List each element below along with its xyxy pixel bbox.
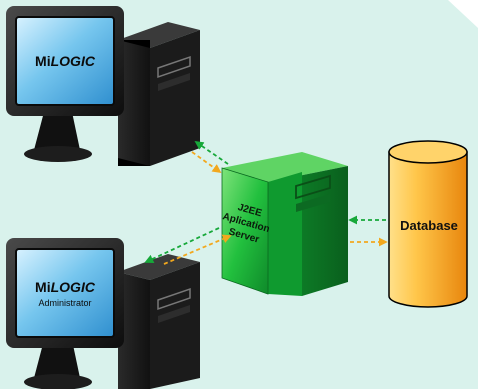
workstation-bottom: MiLOGIC Administrator: [6, 238, 200, 389]
svg-text:MiLOGIC: MiLOGIC: [35, 279, 96, 295]
monitor-bottom: MiLOGIC Administrator: [6, 238, 124, 389]
arrows: [144, 140, 388, 265]
tower-top: [118, 22, 200, 166]
administrator-label: Administrator: [38, 298, 91, 308]
brand-suffix-bottom: LOGIC: [51, 279, 96, 295]
svg-text:MiLOGIC: MiLOGIC: [35, 53, 96, 69]
workstation-top: MiLOGIC: [6, 6, 200, 166]
monitor-top: MiLOGIC: [6, 6, 124, 162]
brand-prefix-bottom: Mi: [35, 279, 51, 295]
background-corner: [448, 0, 478, 28]
database-cylinder: Database: [388, 140, 468, 308]
brand-suffix-top: LOGIC: [51, 53, 96, 69]
brand-prefix-top: Mi: [35, 53, 51, 69]
j2ee-server: J2EE Aplication Server: [221, 152, 348, 296]
database-label: Database: [400, 218, 458, 233]
arrow-top-workstation-to-server: [191, 151, 222, 174]
arrow-bottom-workstation-to-server: [163, 234, 232, 265]
tower-bottom: [118, 254, 200, 389]
